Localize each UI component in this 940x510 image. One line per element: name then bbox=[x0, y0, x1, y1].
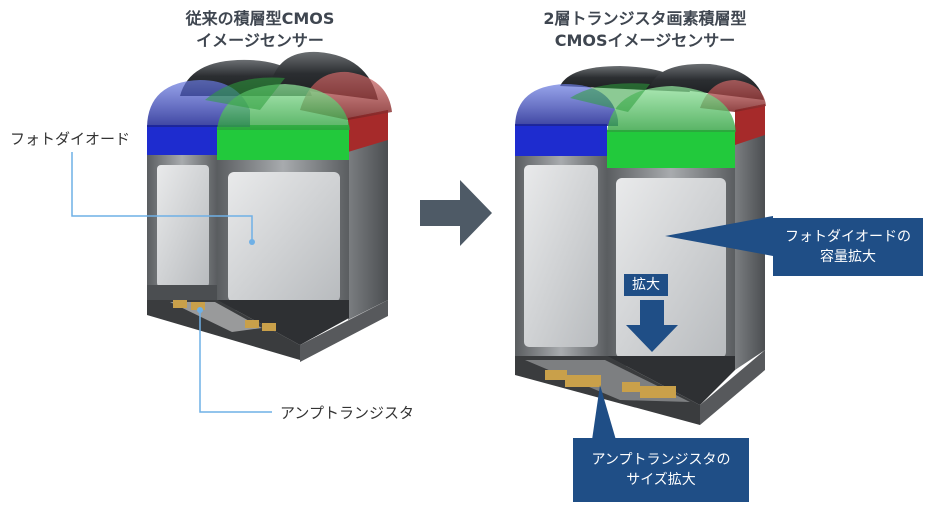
red-filter bbox=[348, 110, 388, 152]
amp-leader-dot bbox=[197, 307, 203, 313]
amp-transistor-r1 bbox=[545, 370, 567, 380]
right-title-line1: 2層トランジスタ画素積層型 bbox=[543, 9, 747, 28]
transistor-base-right-r bbox=[700, 350, 765, 425]
right-title-line2: CMOSイメージセンサー bbox=[554, 31, 736, 50]
photodiode-leader-dot bbox=[249, 239, 255, 245]
two-layer-sensor bbox=[515, 63, 773, 440]
photodiode-callout-pointer bbox=[665, 216, 773, 256]
photodiode-capacity-callout: フォトダイオードの 容量拡大 bbox=[773, 218, 923, 276]
transition-arrow bbox=[420, 180, 492, 246]
photodiode-callout-line2: 容量拡大 bbox=[820, 249, 876, 265]
photodiode-left-r bbox=[524, 165, 598, 347]
transistor-layer-left bbox=[147, 285, 217, 300]
amp-transistor-4 bbox=[262, 323, 276, 331]
transistor-base-mid-r bbox=[607, 356, 735, 405]
transistor-base-mid bbox=[217, 300, 349, 345]
microlens-green-back bbox=[205, 77, 285, 110]
green-filter bbox=[217, 125, 349, 160]
amp-leader bbox=[199, 310, 272, 413]
enlarge-tag: 拡大 bbox=[624, 274, 668, 296]
microlens-green-back-r bbox=[570, 83, 650, 112]
transistor-base-right bbox=[300, 300, 388, 362]
amp-transistor-r4 bbox=[640, 386, 676, 398]
amp-transistor-3 bbox=[245, 320, 259, 328]
photodiode-left bbox=[157, 165, 209, 287]
photodiode-front bbox=[228, 172, 340, 302]
photodiode-callout-line1: フォトダイオードの bbox=[785, 229, 911, 245]
amp-transistor-label: アンプトランジスタ bbox=[280, 404, 414, 422]
transistor-base-left bbox=[147, 300, 300, 360]
red-filter-r bbox=[735, 104, 765, 145]
blue-filter-r bbox=[515, 124, 607, 156]
amp-transistor-r2 bbox=[565, 375, 601, 387]
green-filter-r bbox=[607, 130, 735, 168]
conventional-sensor bbox=[71, 51, 392, 413]
amp-transistor-2 bbox=[191, 302, 205, 310]
photodiode-label: フォトダイオード bbox=[10, 130, 131, 148]
photodiode-leader bbox=[71, 152, 253, 240]
left-title: 従来の積層型CMOS イメージセンサー bbox=[140, 8, 380, 52]
amp-callout-pointer bbox=[592, 385, 616, 440]
amp-callout-line1: アンプトランジスタの bbox=[591, 452, 731, 468]
amp-size-callout: アンプトランジスタの サイズ拡大 bbox=[573, 438, 749, 502]
amp-transistor-r3 bbox=[622, 382, 640, 392]
right-title: 2層トランジスタ画素積層型 CMOSイメージセンサー bbox=[510, 8, 780, 52]
amp-callout-line2: サイズ拡大 bbox=[626, 472, 696, 488]
left-title-line2: イメージセンサー bbox=[196, 31, 324, 50]
left-title-line1: 従来の積層型CMOS bbox=[185, 9, 335, 28]
amp-transistor-1 bbox=[173, 300, 187, 308]
enlarge-arrow bbox=[626, 300, 678, 352]
side-wall bbox=[348, 110, 388, 320]
blue-filter bbox=[147, 125, 217, 155]
